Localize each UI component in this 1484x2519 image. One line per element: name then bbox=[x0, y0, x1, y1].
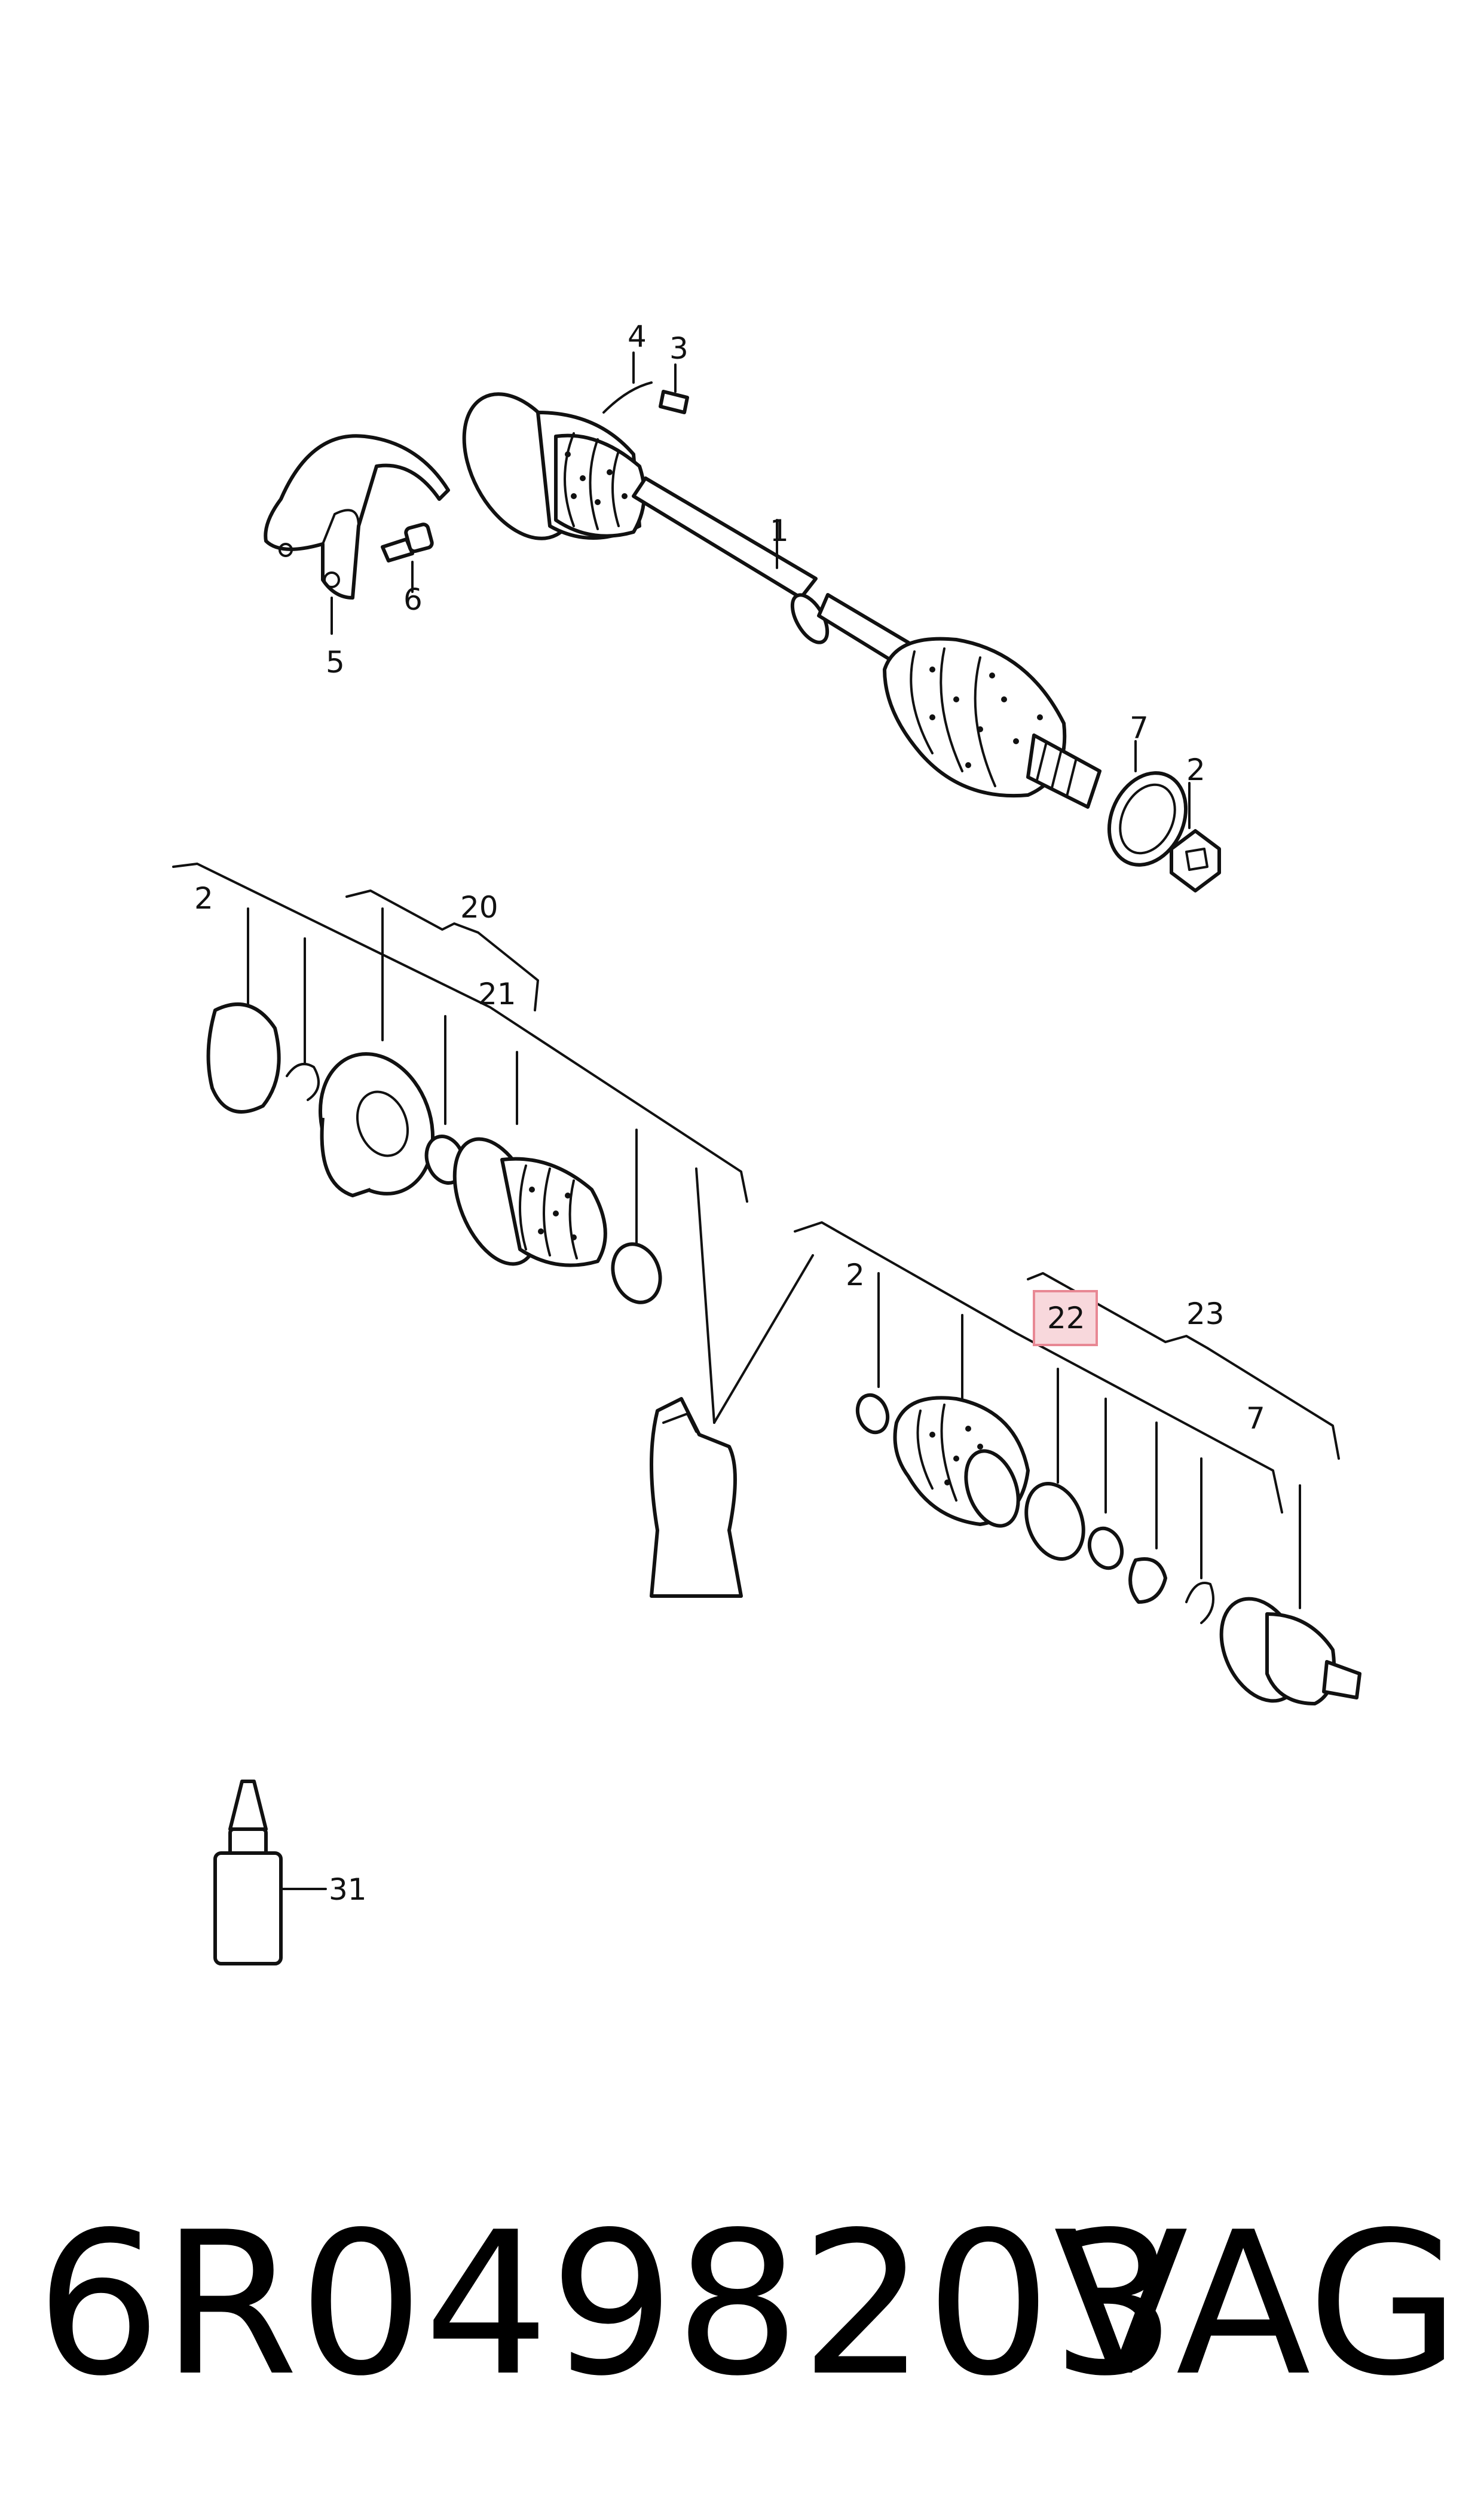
part-number: 6R0498203 bbox=[36, 2190, 1177, 2419]
callout-22: 22 bbox=[1047, 1301, 1085, 1335]
callout-3: 3 bbox=[669, 331, 689, 366]
callout-2-right: 2 bbox=[846, 1258, 865, 1292]
callout-2-left: 2 bbox=[194, 881, 213, 916]
highlight-box-22 bbox=[1033, 1290, 1098, 1346]
callout-7-right: 7 bbox=[1246, 1401, 1265, 1436]
brand-name: VAG bbox=[1053, 2190, 1460, 2419]
inner-joint-kit bbox=[172, 863, 814, 1598]
callout-2-top: 2 bbox=[1186, 753, 1205, 787]
top-leader-lines bbox=[331, 351, 1191, 829]
callout-23: 23 bbox=[1186, 1297, 1225, 1331]
boot-kit bbox=[794, 1221, 1361, 1705]
callout-1: 1 bbox=[770, 513, 789, 548]
callout-31: 31 bbox=[329, 1872, 367, 1907]
sealant-bottle bbox=[213, 1780, 327, 1965]
callout-6: 6 bbox=[403, 582, 423, 617]
boot-dots bbox=[565, 451, 1043, 768]
callout-20: 20 bbox=[460, 890, 498, 925]
callout-7-top: 7 bbox=[1130, 711, 1149, 745]
callout-4: 4 bbox=[628, 319, 647, 354]
callout-21: 21 bbox=[478, 977, 516, 1011]
left-boot bbox=[554, 432, 646, 538]
callout-5: 5 bbox=[326, 645, 345, 680]
callout-labels: 1 4 3 6 5 7 2 2 20 21 2 22 23 7 31 bbox=[194, 319, 1265, 1907]
drive-shaft-assembly bbox=[264, 381, 1221, 892]
